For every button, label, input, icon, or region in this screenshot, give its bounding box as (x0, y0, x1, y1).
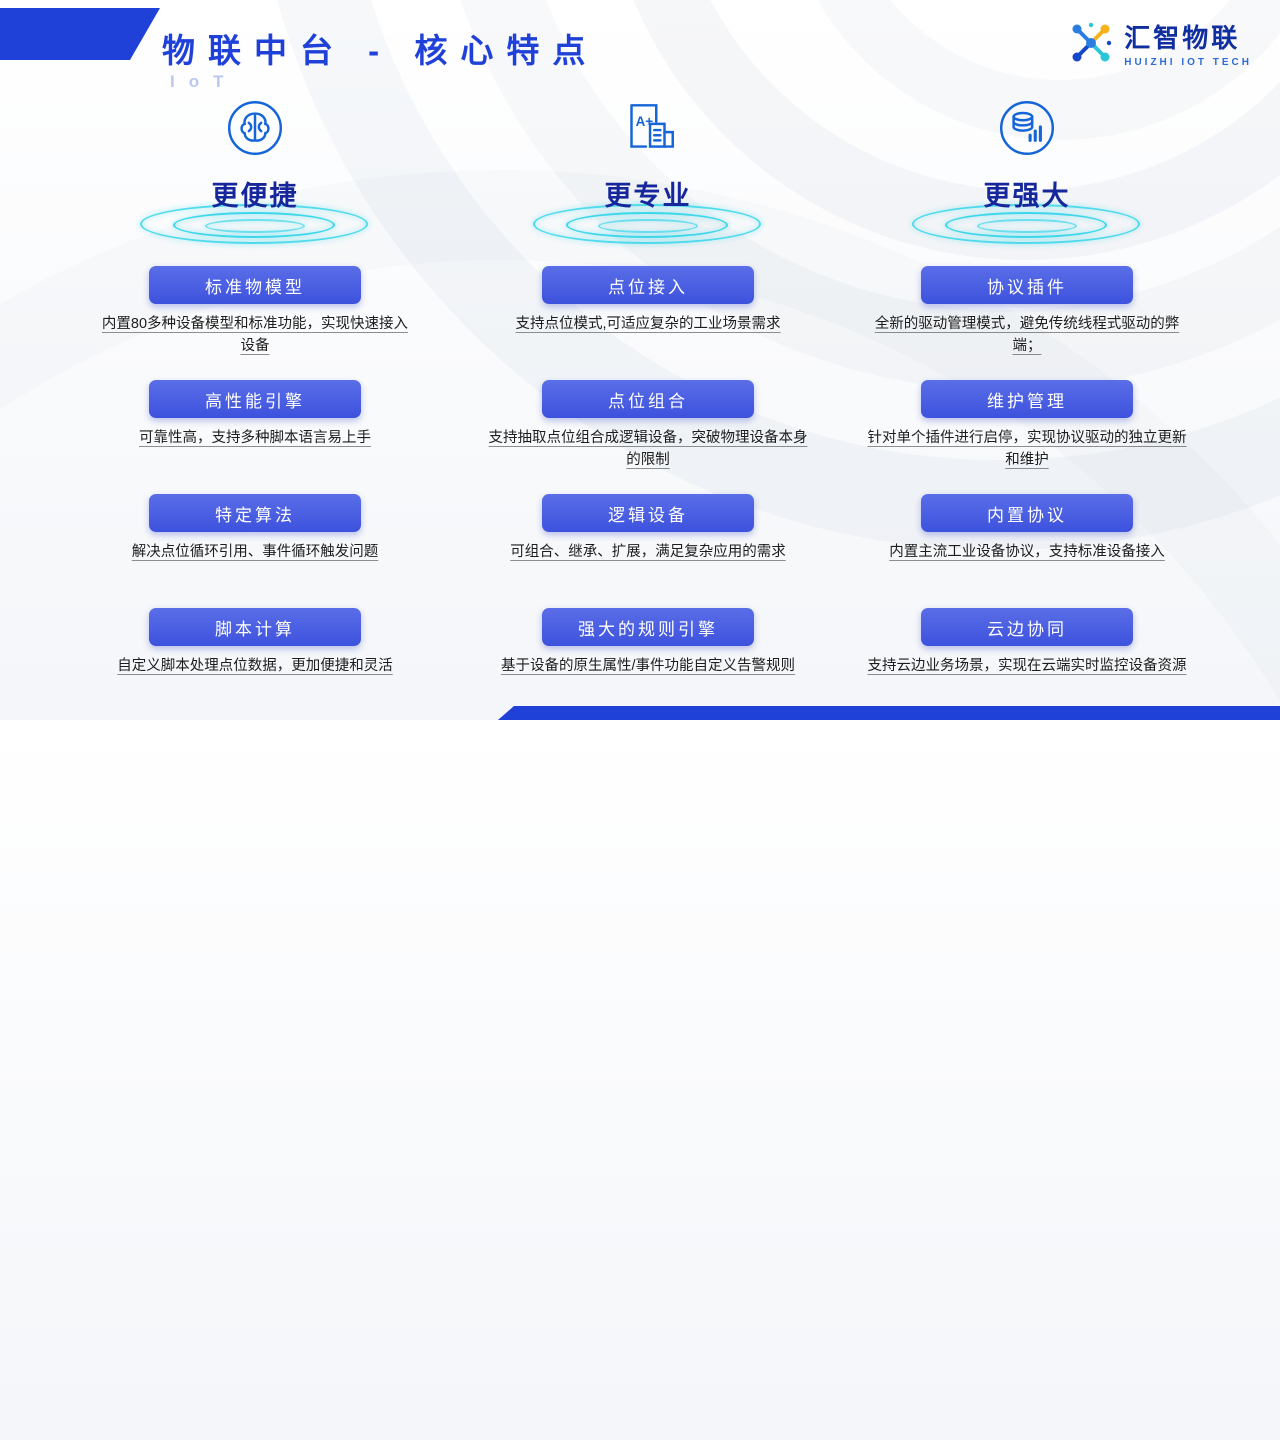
feature-column-powerful: 更强大 协议插件 全新的驱动管理模式，避免传统线程式驱动的弊端； 维护管理 针对… (862, 92, 1192, 701)
column-heading: 更专业 (604, 181, 692, 211)
halo-rings (897, 200, 1157, 252)
feature-item: 云边协同 支持云边业务场景，实现在云端实时监控设备资源 (867, 608, 1187, 701)
logo-tagline: HUIZHI IOT TECH (1124, 57, 1252, 68)
feature-pill[interactable]: 点位组合 (542, 380, 754, 418)
feature-desc: 内置主流工业设备协议，支持标准设备接入 (889, 544, 1165, 560)
column-heading: 更强大 (983, 181, 1071, 211)
feature-item: 高性能引擎 可靠性高，支持多种脚本语言易上手 (95, 380, 415, 473)
feature-desc: 可组合、继承、扩展，满足复杂应用的需求 (510, 544, 786, 560)
page-title: 物联中台 - 核心特点 (162, 32, 599, 69)
brain-circuit-icon (222, 92, 288, 164)
page-subtitle: IoT (170, 72, 238, 91)
footer-accent-bar (498, 706, 1280, 720)
feature-list: 标准物模型 内置80多种设备模型和标准功能，实现快速接入设备 高性能引擎 可靠性… (90, 266, 420, 701)
feature-pill[interactable]: 逻辑设备 (542, 494, 754, 532)
feature-desc: 基于设备的原生属性/事件功能自定义告警规则 (500, 658, 796, 674)
feature-item: 脚本计算 自定义脚本处理点位数据，更加便捷和灵活 (95, 608, 415, 701)
feature-desc: 针对单个插件进行启停，实现协议驱动的独立更新和维护 (867, 430, 1187, 468)
feature-item: 标准物模型 内置80多种设备模型和标准功能，实现快速接入设备 (95, 266, 415, 359)
document-ai-icon: A+ (615, 92, 681, 164)
header-accent-shape (0, 8, 161, 60)
feature-pill[interactable]: 强大的规则引擎 (542, 608, 754, 646)
feature-item: 协议插件 全新的驱动管理模式，避免传统线程式驱动的弊端； (867, 266, 1187, 359)
feature-pill[interactable]: 内置协议 (921, 494, 1133, 532)
logo-text: 汇智物联 HUIZHI IOT TECH (1124, 18, 1252, 68)
feature-pill[interactable]: 维护管理 (921, 380, 1133, 418)
logo: 汇智物联 HUIZHI IOT TECH (1066, 18, 1252, 68)
feature-list: 点位接入 支持点位模式,可适应复杂的工业场景需求 点位组合 支持抽取点位组合成逻… (483, 266, 813, 701)
feature-desc: 全新的驱动管理模式，避免传统线程式驱动的弊端； (874, 316, 1180, 354)
feature-pill[interactable]: 协议插件 (921, 266, 1133, 304)
halo-rings (518, 200, 778, 252)
feature-desc: 自定义脚本处理点位数据，更加便捷和灵活 (117, 658, 393, 674)
feature-item: 点位组合 支持抽取点位组合成逻辑设备，突破物理设备本身的限制 (488, 380, 808, 473)
feature-item: 内置协议 内置主流工业设备协议，支持标准设备接入 (867, 494, 1187, 587)
logo-name: 汇智物联 (1124, 23, 1241, 53)
feature-desc: 支持云边业务场景，实现在云端实时监控设备资源 (867, 658, 1187, 674)
feature-column-professional: A+ 更专业 点位接入 支持点位模式,可适应复杂的工业场景需求 点位组合 支持抽… (483, 92, 813, 701)
column-header: 更专业 (518, 174, 778, 252)
column-header: 更强大 (897, 174, 1157, 252)
column-header: 更便捷 (125, 174, 385, 252)
feature-desc: 可靠性高，支持多种脚本语言易上手 (139, 430, 371, 446)
feature-pill[interactable]: 云边协同 (921, 608, 1133, 646)
feature-desc: 支持抽取点位组合成逻辑设备，突破物理设备本身的限制 (488, 430, 808, 468)
feature-pill[interactable]: 特定算法 (149, 494, 361, 532)
feature-item: 特定算法 解决点位循环引用、事件循环触发问题 (95, 494, 415, 587)
feature-pill[interactable]: 点位接入 (542, 266, 754, 304)
halo-rings (125, 200, 385, 252)
column-heading: 更便捷 (211, 181, 299, 211)
feature-item: 逻辑设备 可组合、继承、扩展，满足复杂应用的需求 (488, 494, 808, 587)
feature-desc: 内置80多种设备模型和标准功能，实现快速接入设备 (101, 316, 409, 354)
feature-item: 维护管理 针对单个插件进行启停，实现协议驱动的独立更新和维护 (867, 380, 1187, 473)
feature-pill[interactable]: 高性能引擎 (149, 380, 361, 418)
feature-desc: 解决点位循环引用、事件循环触发问题 (131, 544, 379, 560)
logo-icon (1072, 22, 1112, 62)
feature-item: 强大的规则引擎 基于设备的原生属性/事件功能自定义告警规则 (488, 608, 808, 701)
database-chart-icon (994, 92, 1060, 164)
feature-pill[interactable]: 脚本计算 (149, 608, 361, 646)
feature-column-convenient: 更便捷 标准物模型 内置80多种设备模型和标准功能，实现快速接入设备 高性能引擎… (90, 92, 420, 701)
feature-item: 点位接入 支持点位模式,可适应复杂的工业场景需求 (488, 266, 808, 359)
feature-list: 协议插件 全新的驱动管理模式，避免传统线程式驱动的弊端； 维护管理 针对单个插件… (862, 266, 1192, 701)
feature-pill[interactable]: 标准物模型 (149, 266, 361, 304)
feature-desc: 支持点位模式,可适应复杂的工业场景需求 (515, 316, 781, 332)
